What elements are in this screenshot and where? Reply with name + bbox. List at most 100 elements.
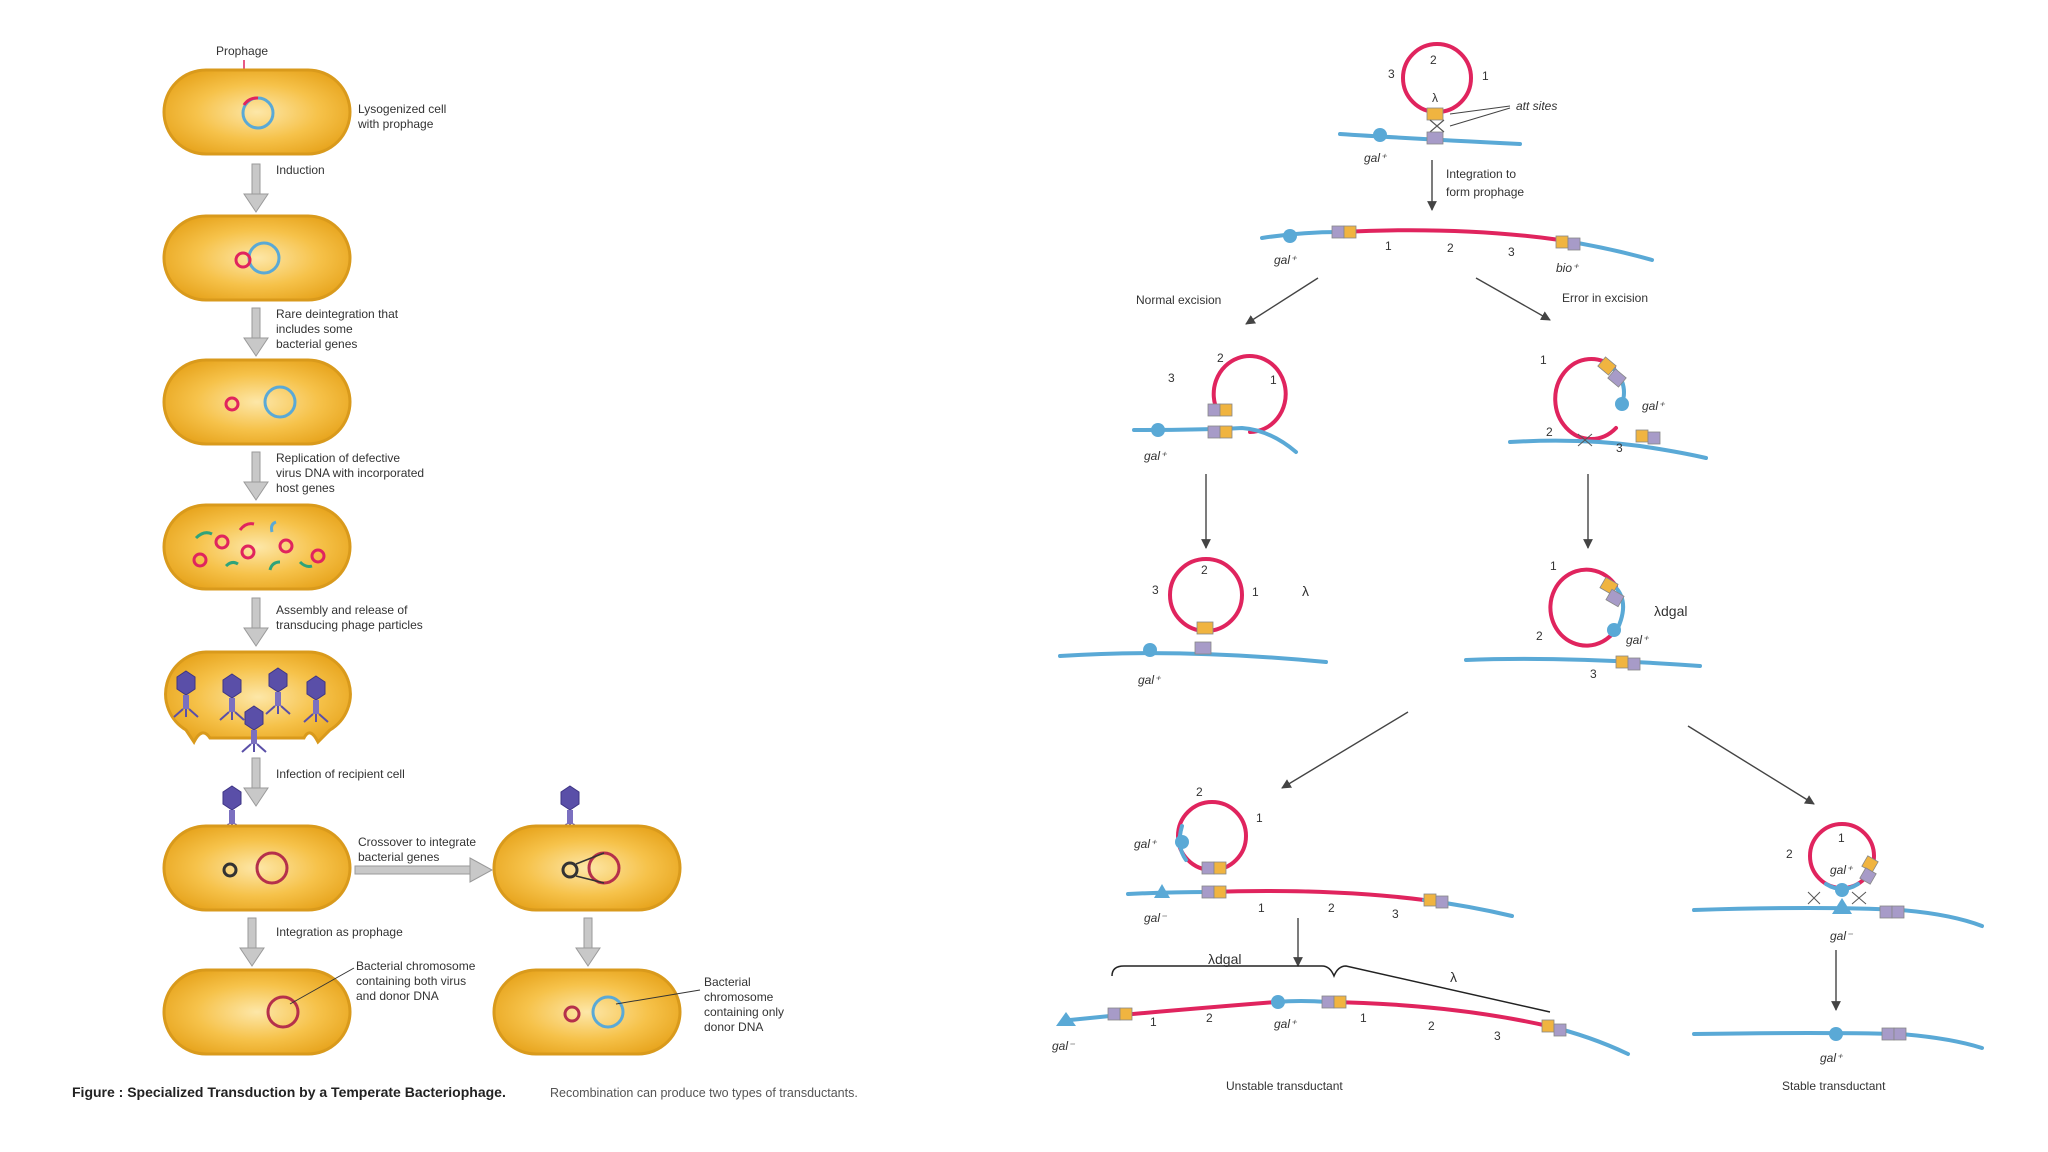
- crossover-x: [1577, 433, 1593, 447]
- gal-gene-marker: [1143, 643, 1157, 657]
- att-site: [1435, 895, 1449, 909]
- figure-caption-text: Recombination can produce two types of t…: [550, 1086, 858, 1100]
- bio-label: bio⁺: [1556, 261, 1580, 275]
- gene-number: 3: [1388, 67, 1395, 81]
- gene-number: 3: [1494, 1029, 1501, 1043]
- gene-number: 1: [1838, 831, 1845, 845]
- att-pointer: [1449, 105, 1511, 127]
- gene-number: 2: [1201, 563, 1208, 577]
- chromosome-circle: [266, 995, 300, 1029]
- crossover-arrow: [354, 857, 494, 883]
- gene-number: 2: [1430, 53, 1437, 67]
- gal-gene-marker: [1373, 128, 1387, 142]
- gal-gene-marker: [1271, 995, 1285, 1009]
- gene-number: 2: [1328, 901, 1335, 915]
- step-label: Rare deintegration that: [276, 307, 399, 321]
- gene-number: 3: [1508, 245, 1515, 259]
- phage-dna-circle: [563, 1005, 581, 1023]
- step-label: host genes: [276, 481, 335, 495]
- cell-lysogen-final: [162, 968, 352, 1056]
- att-site: [1107, 1007, 1121, 1021]
- att-sites-label: att sites: [1516, 99, 1557, 113]
- gal-gene-marker: [1175, 835, 1189, 849]
- prophage-label: Prophage: [216, 44, 268, 58]
- att-site: [1647, 431, 1661, 445]
- bacterial-chromosome: [1260, 230, 1342, 240]
- unstable-transductant-label: Unstable transductant: [1226, 1079, 1343, 1093]
- att-site: [1219, 425, 1233, 439]
- lambda-label: λ: [1450, 969, 1457, 985]
- att-site: [1605, 588, 1625, 608]
- gene-number: 1: [1258, 901, 1265, 915]
- normal-excision-label: Normal excision: [1136, 293, 1221, 307]
- cell-lysing: [164, 650, 352, 745]
- att-site: [1207, 425, 1221, 439]
- step-label: and donor DNA: [356, 989, 439, 1003]
- att-site: [1597, 356, 1617, 376]
- step-label: chromosome: [704, 990, 774, 1004]
- lambda-dgal-circle: [1176, 800, 1248, 872]
- integrated-lambda: [1326, 1000, 1550, 1028]
- gene-number: 1: [1256, 811, 1263, 825]
- step-label: Induction: [276, 163, 325, 177]
- gene-number: 2: [1217, 351, 1224, 365]
- att-site: [1893, 1027, 1907, 1041]
- gal-label: gal⁺: [1274, 253, 1298, 267]
- phage-dna-circle: [222, 862, 238, 878]
- bacterial-chromosome: [1058, 651, 1328, 664]
- gal-gene-marker: [1835, 883, 1849, 897]
- replicated-dna-fragments: [192, 520, 326, 571]
- gene-number: 2: [1536, 629, 1543, 643]
- att-site: [1331, 225, 1345, 239]
- att-site: [1207, 403, 1221, 417]
- gene-number: 2: [1546, 425, 1553, 439]
- att-site-bacterial: [1426, 131, 1444, 145]
- att-site: [1119, 1007, 1133, 1021]
- gene-number: 1: [1385, 239, 1392, 253]
- lambda-dgal-label: λdgal: [1654, 603, 1687, 619]
- lambda-label: λ: [1302, 583, 1309, 599]
- att-site: [1553, 1023, 1567, 1037]
- chromosome-circle: [263, 385, 297, 419]
- step-label: Assembly and release of: [276, 603, 408, 617]
- step-label: Integration as prophage: [276, 925, 403, 939]
- label-pointer: [289, 967, 355, 1005]
- normal-excision-arrow: [1245, 277, 1319, 325]
- att-site: [1213, 861, 1227, 875]
- gene-number: 1: [1150, 1015, 1157, 1029]
- att-site: [1343, 225, 1357, 239]
- figure-caption-bold: Figure : Specialized Transduction by a T…: [72, 1084, 506, 1100]
- lambda-label: λ: [1432, 91, 1438, 105]
- att-site: [1567, 237, 1581, 251]
- step-arrow: [243, 451, 269, 501]
- bacterial-chromosome: [1508, 438, 1708, 460]
- gal-label: gal⁺: [1830, 863, 1854, 877]
- bacterial-chromosome: [1338, 132, 1522, 146]
- gal-gene-marker: [1607, 623, 1621, 637]
- gal-label: gal⁺: [1820, 1051, 1844, 1065]
- att-site: [1879, 905, 1893, 919]
- step-arrow: [243, 757, 269, 807]
- step-label: virus DNA with incorporated: [276, 466, 424, 480]
- att-site: [1607, 368, 1627, 388]
- defective-phage-circle: [224, 396, 240, 412]
- cell-replication: [162, 503, 352, 591]
- cell-lysogenized: [162, 68, 352, 156]
- att-site: [1881, 1027, 1895, 1041]
- gene-number: 3: [1616, 441, 1623, 455]
- gal-label: gal⁺: [1364, 151, 1388, 165]
- right-panel: 2 3 1 λ att sites gal⁺ Integration to fo…: [1052, 42, 1984, 1093]
- bacterial-chromosome: [1126, 890, 1210, 896]
- gal-label: gal⁻: [1830, 929, 1854, 943]
- gene-number: 3: [1392, 907, 1399, 921]
- att-site: [1201, 885, 1215, 899]
- cell-induction: [162, 214, 352, 302]
- integration-label: Integration to: [1446, 167, 1516, 181]
- gene-number: 1: [1482, 69, 1489, 83]
- gal-gene-marker: [1283, 229, 1297, 243]
- gal-minus-marker: [1154, 884, 1170, 898]
- att-site: [1423, 893, 1437, 907]
- gene-number: 2: [1428, 1019, 1435, 1033]
- phage-dna-circle: [561, 861, 579, 879]
